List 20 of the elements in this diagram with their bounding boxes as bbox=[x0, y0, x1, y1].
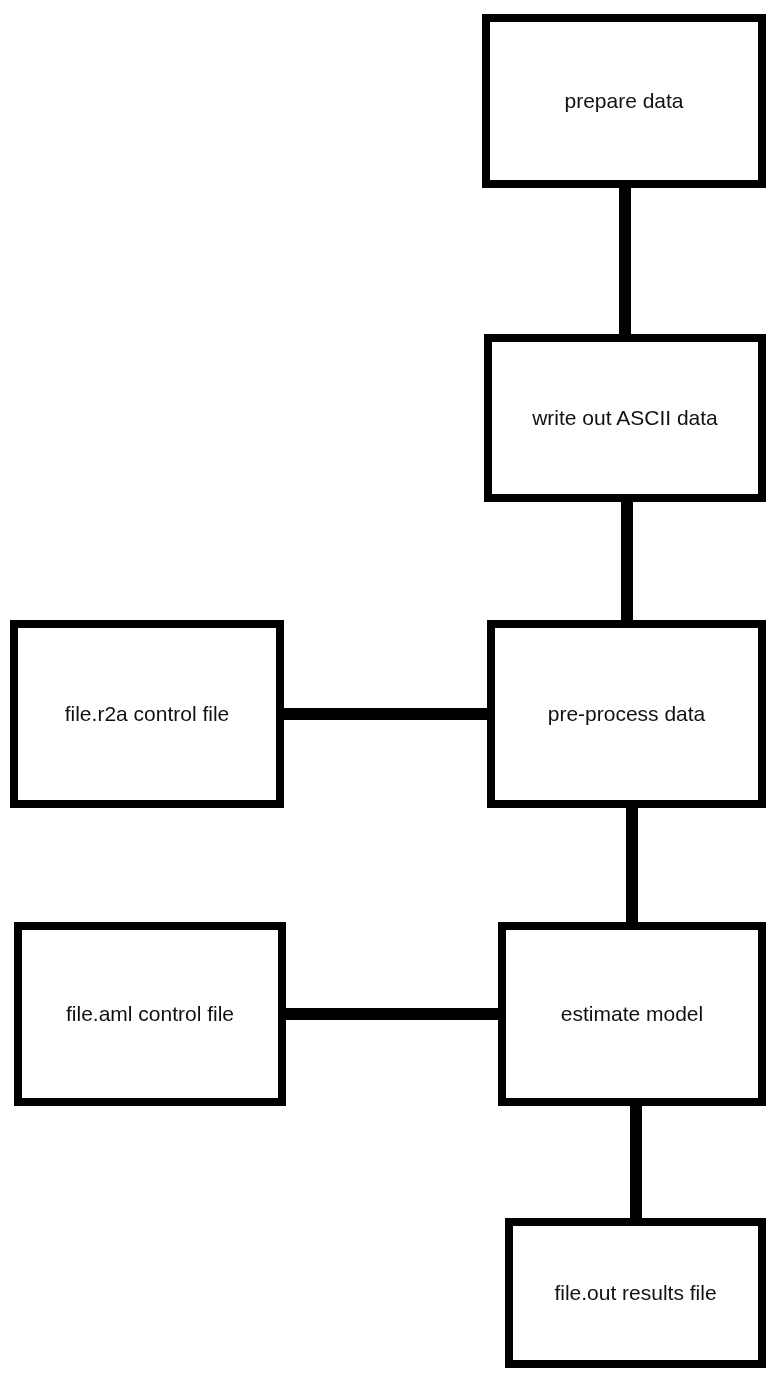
process-box bbox=[484, 334, 766, 502]
process-box bbox=[14, 922, 286, 1106]
process-box bbox=[10, 620, 284, 808]
box-label: file.r2a control file bbox=[64, 701, 230, 728]
box-label: pre-process data bbox=[547, 701, 706, 728]
connector-line bbox=[621, 502, 633, 620]
connector-line bbox=[626, 808, 638, 922]
box-label: file.aml control file bbox=[65, 1001, 235, 1028]
process-box bbox=[487, 620, 766, 808]
connector-line bbox=[284, 708, 487, 720]
connector-line bbox=[286, 1008, 498, 1020]
connector-line bbox=[619, 188, 631, 334]
box-label: prepare data bbox=[564, 88, 684, 115]
box-label: file.out results file bbox=[554, 1280, 717, 1307]
connector-line bbox=[630, 1106, 642, 1218]
process-box bbox=[482, 14, 766, 188]
box-label: estimate model bbox=[560, 1001, 704, 1028]
process-box bbox=[505, 1218, 766, 1368]
box-label: write out ASCII data bbox=[532, 405, 718, 432]
process-box bbox=[498, 922, 766, 1106]
